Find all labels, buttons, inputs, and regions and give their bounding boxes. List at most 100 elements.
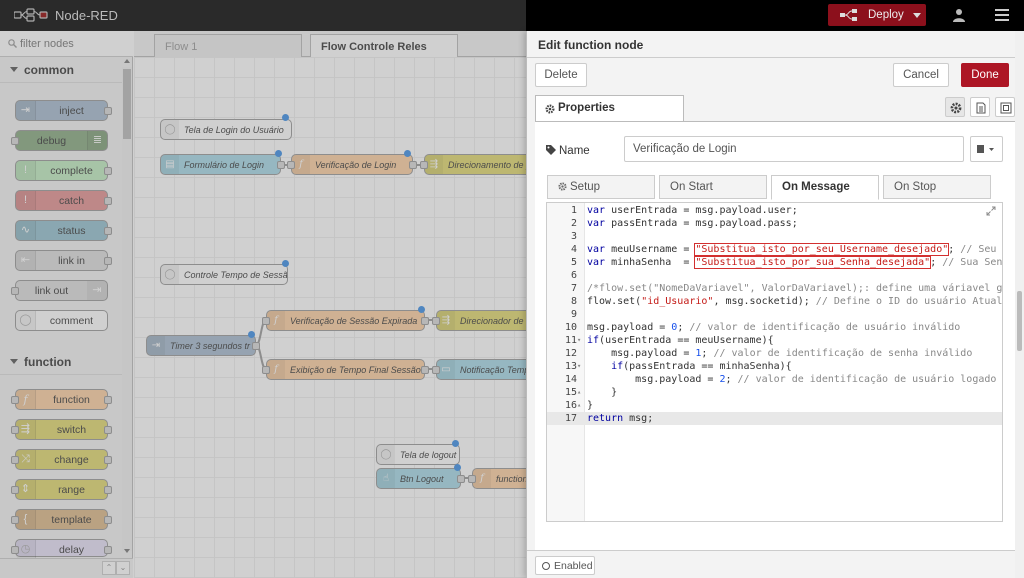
username-placeholder-string: "Substitua_isto_por_seu_Username_desejad… [694,243,950,256]
palette-scrollbar[interactable] [122,59,132,553]
input-port [11,456,19,464]
tab-on-stop[interactable]: On Stop [883,175,991,199]
palette-node-inject[interactable]: ⇥ inject [15,100,112,121]
name-input[interactable] [624,136,964,162]
input-port[interactable] [468,475,476,483]
flow-node-verificacao-login[interactable]: f Verificação de Login [291,154,413,175]
flow-node-direcionamento[interactable]: ⇶ Direcionamento de p [424,154,526,175]
tab-flow-controle-reles[interactable]: Flow Controle Reles [310,34,458,58]
done-button[interactable]: Done [961,63,1009,87]
menu-icon[interactable] [995,8,1009,22]
palette-node-function[interactable]: f function [11,389,112,410]
tab-on-message[interactable]: On Message [771,175,879,200]
name-label-text: Name [559,145,590,157]
node-label: Tela de logout [400,450,457,460]
node-description-button[interactable] [970,97,990,117]
tray-body: Properties [527,94,1024,550]
palette-node-status[interactable]: ∿ status [15,220,112,241]
input-port[interactable] [432,317,440,325]
flow-node-direcionador[interactable]: ⇶ Direcionador de [436,310,526,331]
delete-button[interactable]: Delete [535,63,587,87]
flow-node-verif-sessao[interactable]: f Verificação de Sessão Expirada [266,310,425,331]
node-label: inject [59,105,84,117]
palette-node-comment[interactable]: ◯ comment [15,310,108,331]
input-port [11,486,19,494]
deploy-button[interactable]: Deploy [828,4,926,26]
node-label: Direcionador de [460,316,524,326]
scrollbar-thumb[interactable] [1017,291,1022,351]
node-label: function [496,474,526,484]
fold-icon[interactable]: ▾ [577,336,582,344]
flow-node-notificacao[interactable]: ▭ Notificação Tempo [436,359,526,380]
function-icon: f [267,311,285,330]
enabled-toggle[interactable]: Enabled [535,556,595,575]
node-settings-button[interactable] [945,97,965,117]
flow-node-btn-logout[interactable]: ☝ Btn Logout [376,468,461,489]
tray-scrollbar[interactable] [1015,31,1024,578]
flow-node-controle-tempo[interactable]: ◯ Controle Tempo de Sessão [160,264,288,285]
node-label: link in [58,255,85,267]
switch-icon: ⇶ [425,155,443,174]
palette-node-link-in[interactable]: ⇤ link in [15,250,112,271]
user-icon[interactable] [952,8,966,22]
cancel-button[interactable]: Cancel [893,63,949,87]
category-common-header[interactable]: common [0,57,122,83]
input-port [11,426,19,434]
filter-nodes-input[interactable] [20,36,125,52]
fold-icon[interactable]: ▴ [577,388,582,396]
fold-icon[interactable]: ▴ [577,401,582,409]
palette-node-complete[interactable]: ! complete [15,160,112,181]
output-port[interactable] [409,161,417,169]
output-port[interactable] [421,317,429,325]
output-port[interactable] [457,475,465,483]
node-appearance-button[interactable] [995,97,1015,117]
arrow-in-icon: ⇤ [16,251,36,270]
debug-icon: ≣ [87,131,107,150]
fold-icon[interactable]: ▾ [577,362,582,370]
deploy-dropdown-icon[interactable] [913,13,921,18]
scroll-down-icon[interactable] [124,549,130,553]
output-port[interactable] [421,366,429,374]
flow-node-exibicao-tempo[interactable]: f Exibição de Tempo Final Sessão [266,359,425,380]
palette-node-debug[interactable]: debug ≣ [11,130,108,151]
input-port[interactable] [262,317,270,325]
tab-setup[interactable]: Setup [547,175,655,199]
changed-indicator [275,150,282,157]
output-port[interactable] [252,342,260,350]
flow-node-function-partial[interactable]: f function [472,468,526,489]
palette-node-range[interactable]: ⇕ range [11,479,112,500]
tab-properties[interactable]: Properties [535,95,684,121]
input-port[interactable] [432,366,440,374]
tab-flow-1[interactable]: Flow 1 [154,34,302,57]
output-port [104,227,112,235]
expand-all-icon[interactable]: ⌄ [116,561,130,575]
chevron-down-icon [10,359,18,364]
flow-node-tela-logout[interactable]: ◯ Tela de logout [376,444,460,465]
collapse-all-icon[interactable]: ⌃ [102,561,116,575]
flow-canvas[interactable]: ◯ Tela de Login do Usuário ▤ Formulário … [134,57,526,578]
category-function-header[interactable]: function [0,349,122,375]
flow-node-timer[interactable]: ⇥ Timer 3 segundos tr [146,335,256,356]
tab-on-start[interactable]: On Start [659,175,767,199]
input-port[interactable] [287,161,295,169]
enabled-label: Enabled [554,560,593,572]
palette-node-link-out[interactable]: link out ⇥ [11,280,108,301]
expand-icon[interactable] [986,206,996,216]
flow-node-formulario-login[interactable]: ▤ Formulário de Login [160,154,281,175]
scroll-up-icon[interactable] [124,59,130,63]
icon-selector-button[interactable] [970,136,1003,162]
input-port[interactable] [420,161,428,169]
scrollbar-thumb[interactable] [123,69,131,139]
node-red-logo-icon [14,8,48,22]
comment-icon: ◯ [161,265,179,284]
input-port[interactable] [262,366,270,374]
palette-node-change[interactable]: ⤨ change [11,449,112,470]
palette-node-catch[interactable]: ! catch [15,190,112,211]
palette-node-delay[interactable]: ◷ delay [11,539,112,559]
palette-node-template[interactable]: { template [11,509,112,530]
output-port[interactable] [277,161,285,169]
palette-node-switch[interactable]: ⇶ switch [11,419,112,440]
flow-node-tela-login[interactable]: ◯ Tela de Login do Usuário [160,119,292,140]
